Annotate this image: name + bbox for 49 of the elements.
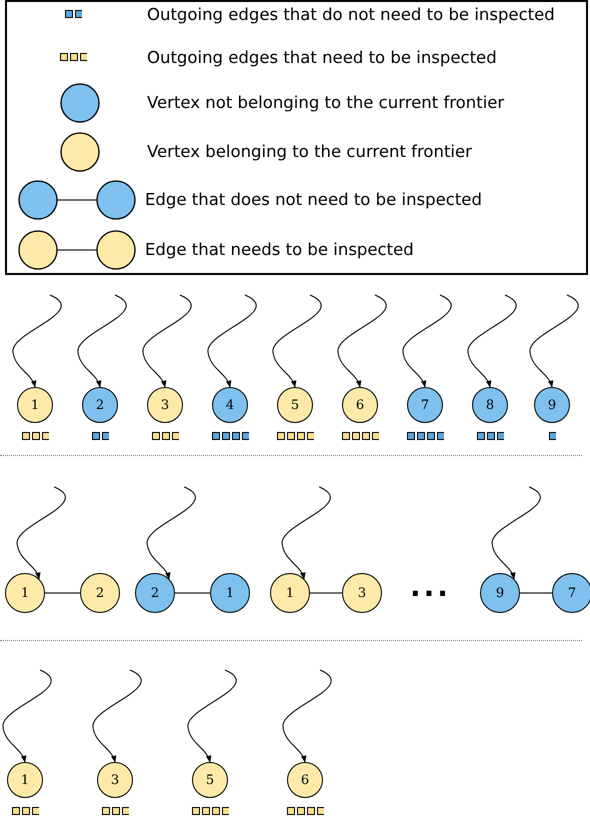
vertex-circle: 9 <box>534 387 570 423</box>
wavy-arrow <box>92 670 142 763</box>
wavy-arrow <box>142 294 192 388</box>
wavy-arrow <box>282 670 332 763</box>
vertex-circle: 7 <box>407 387 443 423</box>
vertex-circle: 1 <box>270 573 310 613</box>
wavy-arrow <box>188 670 236 763</box>
vertex-circle: 3 <box>147 387 183 423</box>
legend-text: Outgoing edges that do not need to be inspected <box>147 5 555 25</box>
vertex-circle: 5 <box>277 387 313 423</box>
wavy-arrow <box>282 486 331 580</box>
legend-text: Edge that does not need to be inspected <box>145 190 482 210</box>
vertex-circle: 1 <box>17 387 53 423</box>
vertex-circle: 3 <box>97 762 133 798</box>
wavy-arrow <box>208 294 256 388</box>
vertex-circle: 2 <box>135 573 175 613</box>
edge-line <box>310 592 342 594</box>
wavy-arrow <box>338 294 386 388</box>
vertex-circle: 7 <box>552 573 590 613</box>
legend-text: Vertex belonging to the current frontier <box>147 142 472 162</box>
wavy-arrow <box>146 486 196 580</box>
vertex-circle: 1 <box>210 573 250 613</box>
wavy-arrow <box>492 486 541 580</box>
wavy-arrow <box>402 294 452 388</box>
legend-text: Edge that needs to be inspected <box>145 240 414 260</box>
vertex-circle: 6 <box>287 762 323 798</box>
ellipsis-text: ... <box>410 570 451 603</box>
wavy-arrow <box>2 670 52 763</box>
wavy-arrow <box>78 294 126 388</box>
wavy-arrow <box>16 486 66 580</box>
legend-text: Outgoing edges that need to be inspected <box>147 48 497 68</box>
vertex-circle: 3 <box>342 573 382 613</box>
vertex-circle: 6 <box>342 387 378 423</box>
wavy-arrow <box>12 294 62 388</box>
vertex-circle: 2 <box>80 573 120 613</box>
wavy-arrow <box>468 294 516 388</box>
vertex-circle: 1 <box>7 762 43 798</box>
vertex-circle: 2 <box>82 387 118 423</box>
edge-line <box>520 592 552 594</box>
edge-line <box>174 592 210 594</box>
vertex-circle: 4 <box>212 387 248 423</box>
vertex-circle: 5 <box>192 762 228 798</box>
vertex-circle: 1 <box>5 573 45 613</box>
vertex-circle: 9 <box>480 573 520 613</box>
edge-line <box>44 592 80 594</box>
vertex-circle: 8 <box>472 387 508 423</box>
wavy-arrow <box>530 294 578 388</box>
wavy-arrow <box>272 294 322 388</box>
legend-text: Vertex not belonging to the current frontier <box>147 93 504 113</box>
